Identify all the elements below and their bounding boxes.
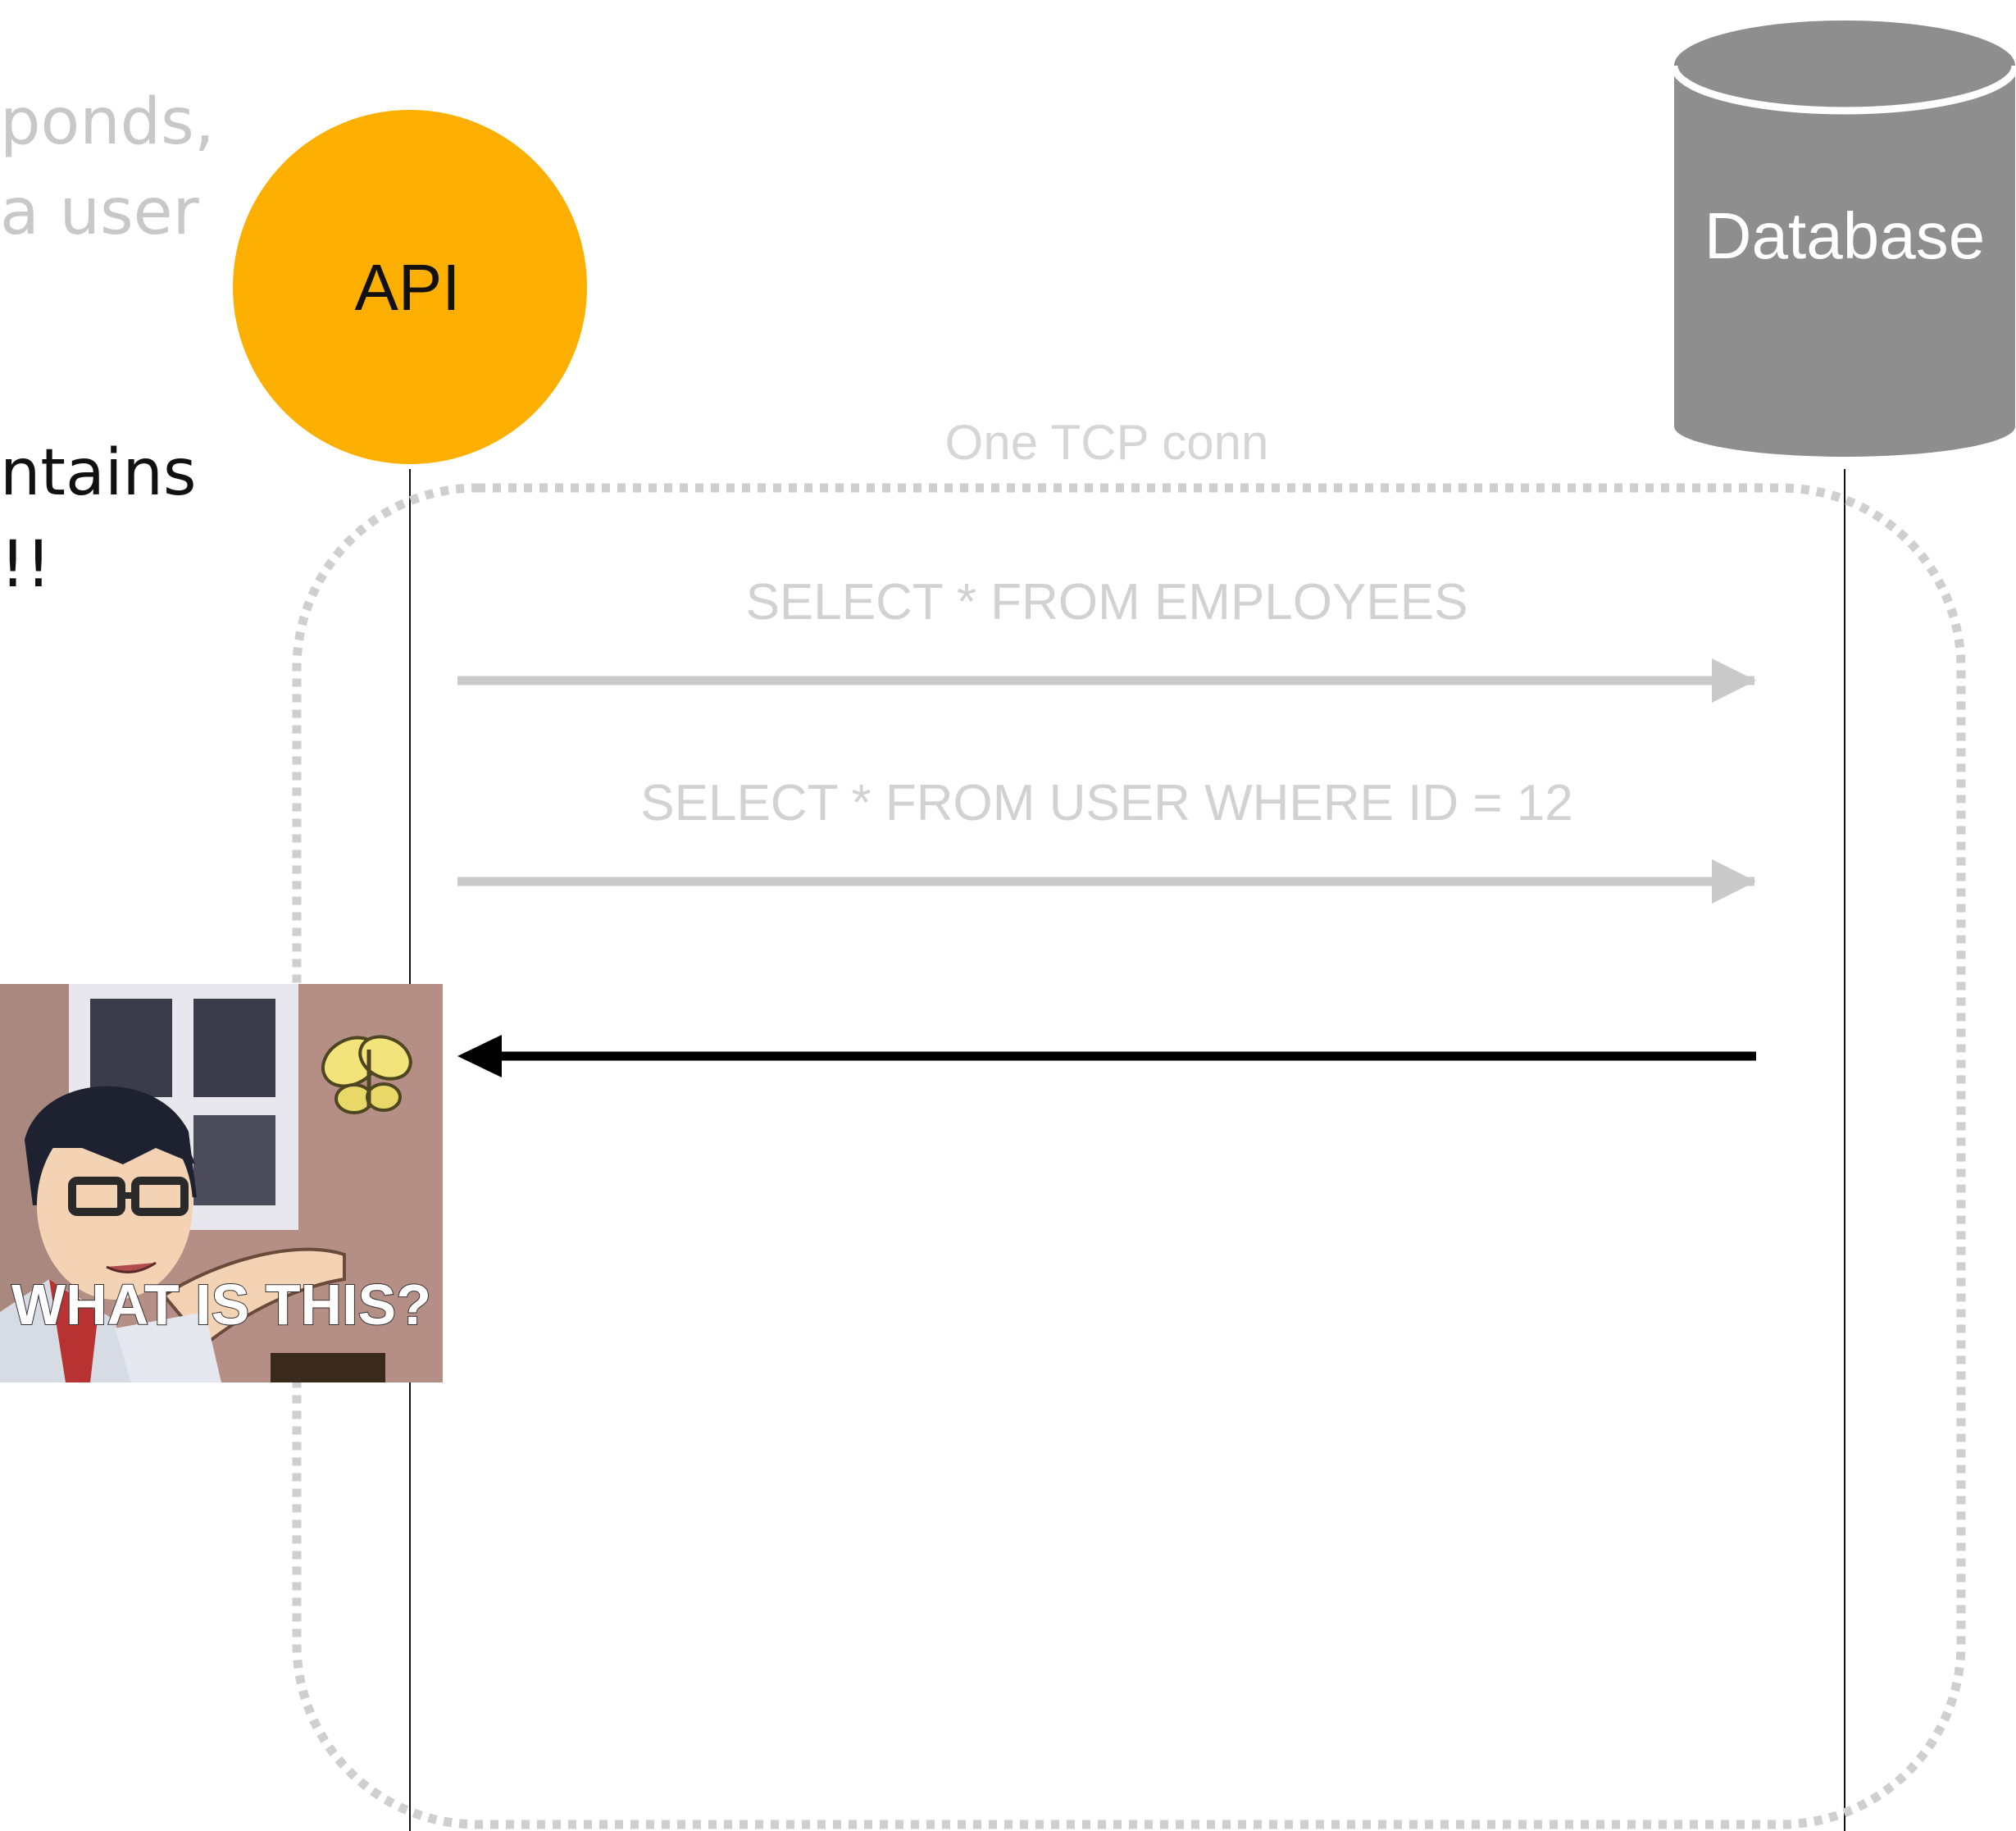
slide-text-line-3: ntains [0, 436, 197, 510]
api-node [233, 110, 587, 464]
meme-caption: WHAT IS THIS? [11, 1273, 431, 1337]
database-node [1670, 20, 2016, 457]
query-user-label: SELECT * FROM USER WHERE ID = 12 [640, 775, 1573, 831]
slide-text-line-2: a user [0, 175, 199, 249]
query-user-arrowhead [1712, 859, 1756, 904]
meme-character [0, 1086, 385, 1382]
meme-image [0, 984, 443, 1382]
query-employees-label: SELECT * FROM EMPLOYEES [746, 574, 1468, 631]
api-label: API [355, 251, 461, 324]
tcp-connection-box [292, 483, 1966, 1829]
database-label: Database [1704, 199, 1985, 272]
tcp-connection-label: One TCP conn [945, 415, 1269, 470]
slide-text-line-4: !! [0, 528, 52, 602]
slide-text-line-1: ponds, [0, 85, 215, 159]
butterfly-icon [321, 1035, 412, 1114]
query-employees-arrowhead [1712, 658, 1756, 703]
response-arrowhead [457, 1035, 502, 1077]
